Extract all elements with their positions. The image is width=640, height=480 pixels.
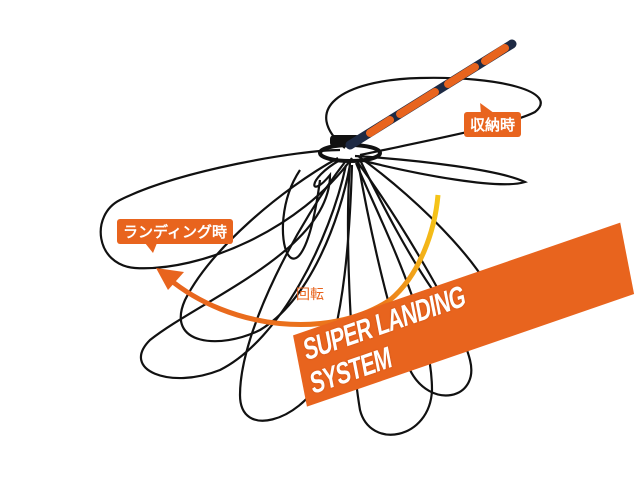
stored-state-callout: 収納時 — [464, 112, 522, 137]
rotation-label: 回転 — [296, 287, 324, 303]
net-frame-wires — [99, 76, 542, 436]
net-handle — [345, 39, 517, 150]
landing-state-callout: ランディング時 — [117, 219, 233, 253]
